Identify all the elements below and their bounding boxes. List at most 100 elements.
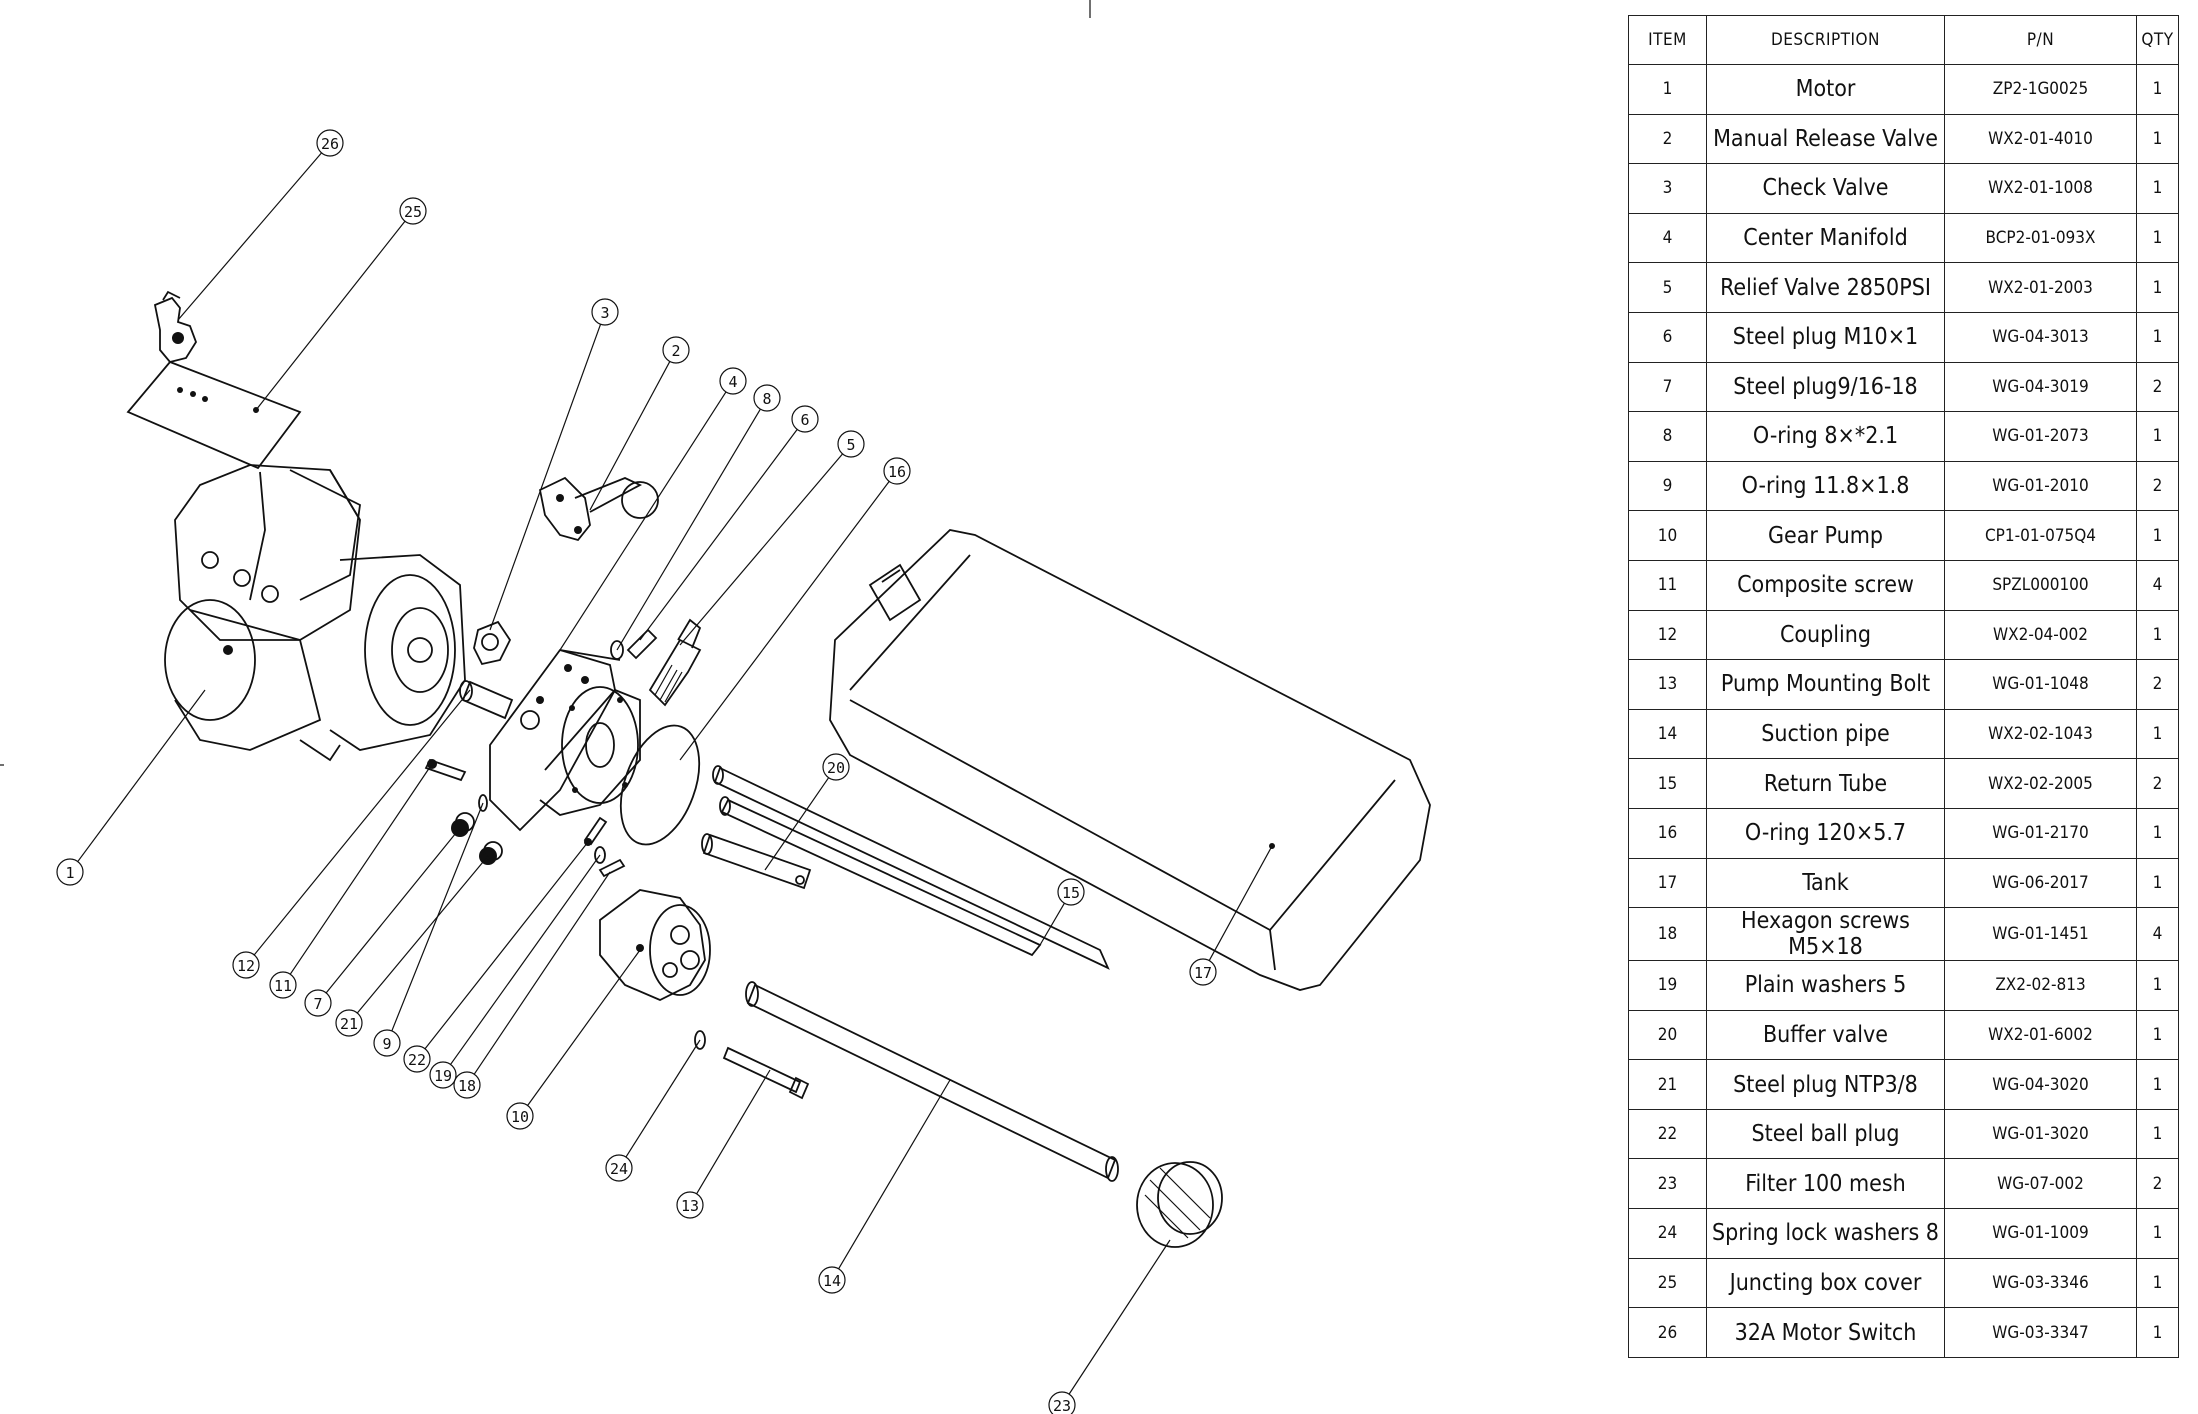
balloon-circle-21	[335, 1009, 363, 1037]
balloon-label: 9	[382, 1035, 391, 1053]
cell-item: 11	[1628, 559, 1707, 611]
cell-description: Relief Valve 2850PSI	[1706, 262, 1945, 313]
leader-line-16	[679, 481, 890, 761]
balloon-label: 12	[237, 957, 255, 975]
leader-line-8	[616, 408, 761, 651]
balloon-circle-22	[403, 1045, 431, 1073]
balloon-circle-3	[591, 298, 619, 326]
cell-quantity: 1	[2136, 1307, 2179, 1358]
balloon-circle-15	[1057, 878, 1085, 906]
cell-part-number: WG-04-3013	[1944, 311, 2137, 363]
balloon-circle-26	[316, 129, 344, 157]
leader-line-2	[589, 361, 671, 511]
leader-line-22	[424, 841, 589, 1050]
part-hexagon-screw	[598, 858, 626, 878]
leader-line-11	[289, 763, 433, 975]
cell-item: 5	[1628, 262, 1707, 313]
cell-item: 1	[1628, 64, 1707, 115]
balloon-label: 4	[728, 373, 737, 391]
part-relief-valve	[648, 618, 702, 707]
balloon-label: 2	[671, 342, 680, 360]
cell-description: Steel ball plug	[1706, 1108, 1945, 1160]
part-o-ring-8	[610, 640, 624, 660]
leader-line-21	[356, 855, 489, 1014]
part-junction-box-cover	[126, 360, 302, 470]
leader-line-10	[527, 949, 641, 1106]
cell-part-number: WG-04-3020	[1944, 1059, 2137, 1110]
balloon-label: 21	[340, 1015, 358, 1033]
cell-description: Tank	[1706, 857, 1945, 909]
cell-quantity: 1	[2136, 510, 2179, 561]
cell-description: Buffer valve	[1706, 1009, 1945, 1061]
cell-item: 17	[1628, 857, 1707, 909]
cell-part-number: BCP2-01-093X	[1944, 212, 2137, 264]
balloon-circle-4	[719, 367, 747, 395]
leader-line-13	[696, 1069, 771, 1195]
balloon-circle-1	[56, 858, 84, 886]
cell-part-number: WG-01-2073	[1944, 411, 2137, 462]
balloon-label: 7	[313, 995, 322, 1013]
cell-item: 12	[1628, 609, 1707, 661]
cell-part-number: ZP2-1G0025	[1944, 64, 2137, 115]
balloon-label: 3	[600, 304, 609, 322]
cell-part-number: WX2-04-002	[1944, 609, 2137, 661]
balloon-circle-8	[753, 384, 781, 412]
cell-part-number: WG-01-1451	[1944, 907, 2137, 962]
cell-description: 32A Motor Switch	[1706, 1307, 1945, 1358]
leader-line-3	[489, 324, 602, 631]
balloon-circle-18	[453, 1071, 481, 1099]
balloon-label: 1	[65, 864, 74, 882]
cell-quantity: 1	[2136, 609, 2179, 661]
cell-description: Plain washers 5	[1706, 960, 1945, 1011]
cell-description: Pump Mounting Bolt	[1706, 659, 1945, 710]
header-item: ITEM	[1628, 15, 1707, 65]
cell-quantity: 1	[2136, 311, 2179, 363]
leader-line-7	[325, 827, 461, 994]
cell-item: 21	[1628, 1059, 1707, 1110]
leader-line-12	[253, 689, 471, 956]
cell-item: 7	[1628, 361, 1707, 413]
cell-description: Coupling	[1706, 609, 1945, 661]
leader-line-19	[450, 854, 601, 1065]
part-composite-screw	[424, 758, 467, 782]
cell-quantity: 4	[2136, 907, 2179, 962]
cell-description: Motor	[1706, 64, 1945, 115]
balloon-circle-20	[822, 753, 850, 781]
cell-part-number: WG-01-1009	[1944, 1208, 2137, 1259]
leader-line-20	[764, 777, 830, 871]
cell-item: 22	[1628, 1108, 1707, 1160]
cell-quantity: 2	[2136, 361, 2179, 413]
leader-line-17	[1208, 845, 1273, 961]
part-steel-ball-plug	[583, 816, 608, 846]
cell-description: Composite screw	[1706, 559, 1945, 611]
balloon-label: 24	[610, 1160, 628, 1178]
cell-part-number: WG-01-3020	[1944, 1108, 2137, 1160]
balloon-label: 23	[1053, 1397, 1071, 1414]
balloon-label: 22	[408, 1051, 426, 1069]
cell-part-number: SPZL000100	[1944, 559, 2137, 611]
leader-line-18	[473, 871, 611, 1075]
leader-line-6	[639, 429, 798, 641]
cell-item: 4	[1628, 212, 1707, 264]
cell-quantity: 1	[2136, 1257, 2179, 1309]
part-check-valve	[473, 620, 512, 666]
part-steel-plug-ntp	[479, 841, 503, 865]
part-pump-mounting-bolt	[722, 1046, 810, 1100]
balloon-label: 19	[434, 1067, 452, 1085]
balloon-circle-10	[506, 1102, 534, 1130]
cell-quantity: 1	[2136, 1009, 2179, 1061]
cell-part-number: WG-06-2017	[1944, 857, 2137, 909]
part-motor	[164, 464, 466, 762]
cell-quantity: 2	[2136, 758, 2179, 809]
cell-quantity: 1	[2136, 1108, 2179, 1160]
part-spring-lock-washer	[694, 1030, 706, 1050]
